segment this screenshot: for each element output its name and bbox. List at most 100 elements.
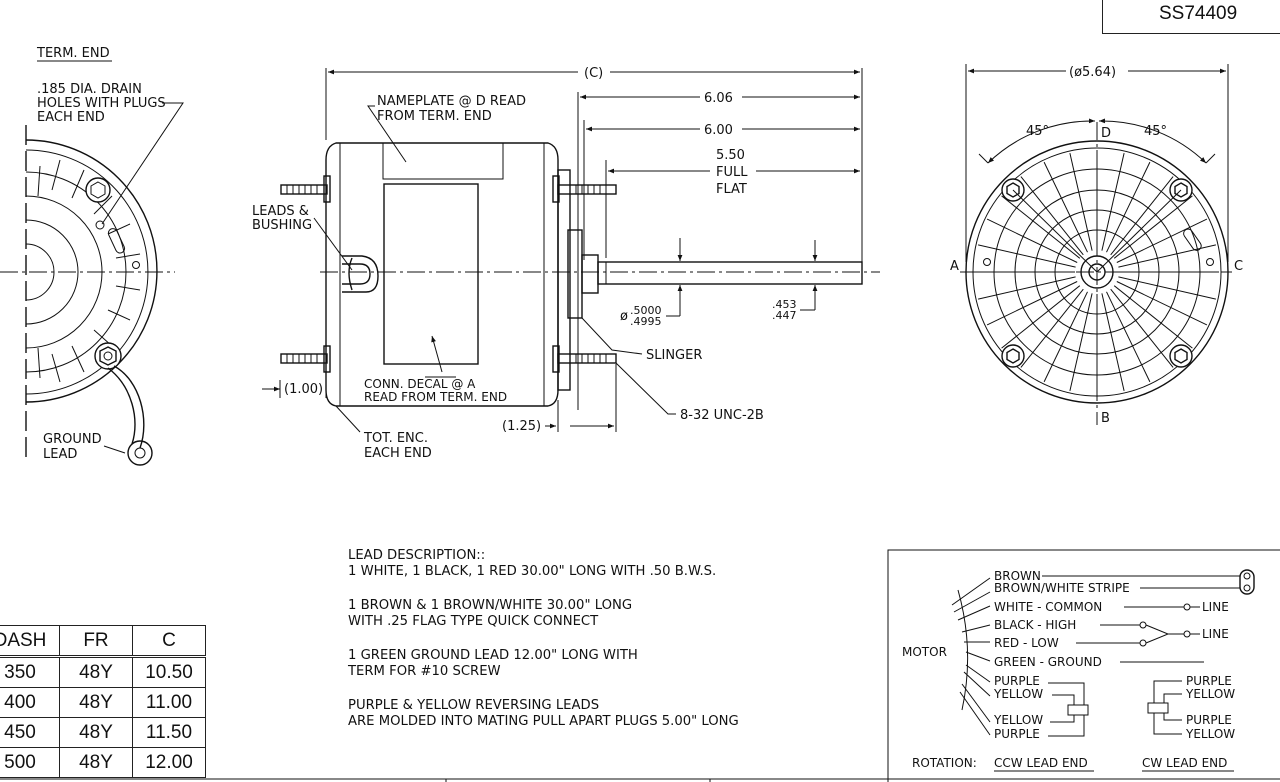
lead-line-5: TERM FOR #10 SCREW: [348, 664, 501, 679]
lead-line-1: 1 WHITE, 1 BLACK, 1 RED 30.00" LONG WITH…: [348, 564, 717, 579]
grille-rib: [1043, 291, 1088, 383]
grille-rib: [1001, 285, 1081, 349]
nameplate-label-2: FROM TERM. END: [377, 109, 492, 124]
wire-green-ground: GREEN - GROUND: [994, 655, 1102, 669]
dim-6-00: 6.00: [704, 123, 733, 138]
dim-1-00: (1.00): [284, 382, 323, 397]
shaft-dia-top: .5000: [630, 304, 662, 317]
drain-holes-label-3: EACH END: [37, 110, 105, 125]
dim-1-25: (1.25): [502, 419, 541, 434]
cw-yellow-1: YELLOW: [1185, 687, 1235, 701]
cell-c: 11.00: [132, 687, 206, 718]
grille-rib: [977, 244, 1076, 268]
lead-line-6: PURPLE & YELLOW REVERSING LEADS: [348, 698, 600, 713]
pos-b: B: [1101, 411, 1110, 426]
cell-fr: 48Y: [59, 687, 133, 718]
ground-lead-label-1: GROUND: [43, 432, 102, 447]
cw-purple-1: PURPLE: [1186, 674, 1232, 688]
lead-line-4: 1 GREEN GROUND LEAD 12.00" LONG WITH: [348, 648, 638, 663]
cell-fr: 48Y: [59, 747, 133, 778]
shaft-dia-bottom: .4995: [630, 315, 662, 328]
cell-fr: 48Y: [59, 717, 133, 748]
wire-red-low: RED - LOW: [994, 636, 1059, 650]
line-2: LINE: [1202, 627, 1229, 641]
grille-rib: [1101, 152, 1125, 251]
full-flat-2: FULL: [716, 165, 748, 180]
side-view: (C) 6.06 6.00 5.50 FULL FLAT ø .5000 .49…: [252, 66, 880, 461]
cell-c: 10.50: [132, 656, 206, 688]
grille-rib: [1110, 176, 1174, 256]
table-row: 500 48Y 12.00: [0, 747, 206, 778]
line-1: LINE: [1202, 600, 1229, 614]
grille-rib: [1069, 152, 1093, 251]
tot-enc-label-1: TOT. ENC.: [363, 431, 428, 446]
lead-line-7: ARE MOLDED INTO MATING PULL APART PLUGS …: [348, 714, 739, 729]
wire-black-high: BLACK - HIGH: [994, 618, 1076, 632]
through-bolts: [280, 175, 617, 373]
tot-enc-label-2: EACH END: [364, 446, 432, 461]
table-row: 400 48Y 11.00: [0, 687, 206, 718]
grille-rib: [1113, 285, 1193, 349]
table-row: 450 48Y 11.50: [0, 717, 206, 748]
cell-dash: 350: [0, 656, 60, 688]
shaft-end-view: 45° 45° (ø5.64) A C D B: [950, 64, 1243, 426]
grille-rib: [986, 281, 1078, 326]
cell-dash: 450: [0, 717, 60, 748]
lead-line-3: WITH .25 FLAG TYPE QUICK CONNECT: [348, 614, 599, 629]
grille-rib: [1110, 288, 1174, 368]
wire-brown-white: BROWN/WHITE STRIPE: [994, 581, 1130, 595]
grille-rib: [1069, 293, 1093, 392]
header-dash: DASH: [0, 625, 60, 658]
table-header-row: DASH FR C: [0, 625, 206, 658]
shaft-dia-prefix: ø: [620, 309, 628, 324]
cw-lead-end: CW LEAD END: [1142, 756, 1227, 770]
lead-line-2: 1 BROWN & 1 BROWN/WHITE 30.00" LONG: [348, 598, 633, 613]
lead-description: LEAD DESCRIPTION:: 1 WHITE, 1 BLACK, 1 R…: [348, 548, 739, 730]
leads-bushing-label-1: LEADS &: [252, 204, 309, 219]
cell-dash: 400: [0, 687, 60, 718]
pos-a: A: [950, 259, 959, 274]
dim-6-06: 6.06: [704, 91, 733, 106]
header-c: C: [132, 625, 206, 658]
grille-rib: [1101, 293, 1125, 392]
end-diameter: (ø5.64): [1069, 65, 1116, 80]
dash-table: DASH FR C 350 48Y 10.50 400 48Y 11.00 45…: [0, 625, 206, 778]
grille-rib: [986, 218, 1078, 263]
ccw-yellow-1: YELLOW: [993, 687, 1043, 701]
rotation-label: ROTATION:: [912, 756, 977, 770]
pos-d: D: [1101, 126, 1111, 141]
pos-c: C: [1234, 259, 1243, 274]
term-end-label: TERM. END: [36, 46, 110, 61]
dim-c: (C): [584, 66, 603, 81]
part-number: SS74409: [1159, 3, 1238, 24]
cw-purple-2: PURPLE: [1186, 713, 1232, 727]
grille-rib: [977, 276, 1076, 300]
flat-top: .453: [772, 298, 797, 311]
slinger-label: SLINGER: [646, 348, 702, 363]
wiring-diagram: MOTOR BROWN BROWN/WHITE STRIPE WHITE - C…: [887, 549, 1280, 782]
ccw-purple-1: PURPLE: [994, 674, 1040, 688]
ccw-yellow-2: YELLOW: [993, 713, 1043, 727]
full-flat-1: 5.50: [716, 148, 745, 163]
header-fr: FR: [59, 625, 133, 658]
grille-rib: [1020, 288, 1084, 368]
full-flat-3: FLAT: [716, 182, 747, 197]
ground-lead-label-2: LEAD: [43, 447, 77, 462]
grille-rib: [1116, 218, 1208, 263]
part-number-box: SS74409: [1102, 0, 1280, 34]
cell-fr: 48Y: [59, 656, 133, 688]
flat-bottom: .447: [772, 309, 797, 322]
conn-decal-label-2: READ FROM TERM. END: [364, 390, 507, 404]
conn-decal-label-1: CONN. DECAL @ A: [364, 377, 476, 391]
drain-holes-label-2: HOLES WITH PLUGS: [37, 96, 166, 111]
wire-brown: BROWN: [994, 569, 1041, 583]
thread-label: 8-32 UNC-2B: [680, 408, 764, 423]
grille-rib: [1043, 161, 1088, 253]
grille-rib: [1106, 291, 1151, 383]
grille-rib: [1116, 281, 1208, 326]
ccw-purple-2: PURPLE: [994, 727, 1040, 741]
wire-white-common: WHITE - COMMON: [994, 600, 1102, 614]
grille-rib: [1020, 176, 1084, 256]
nameplate-label-1: NAMEPLATE @ D READ: [377, 94, 526, 109]
cell-dash: 500: [0, 747, 60, 778]
